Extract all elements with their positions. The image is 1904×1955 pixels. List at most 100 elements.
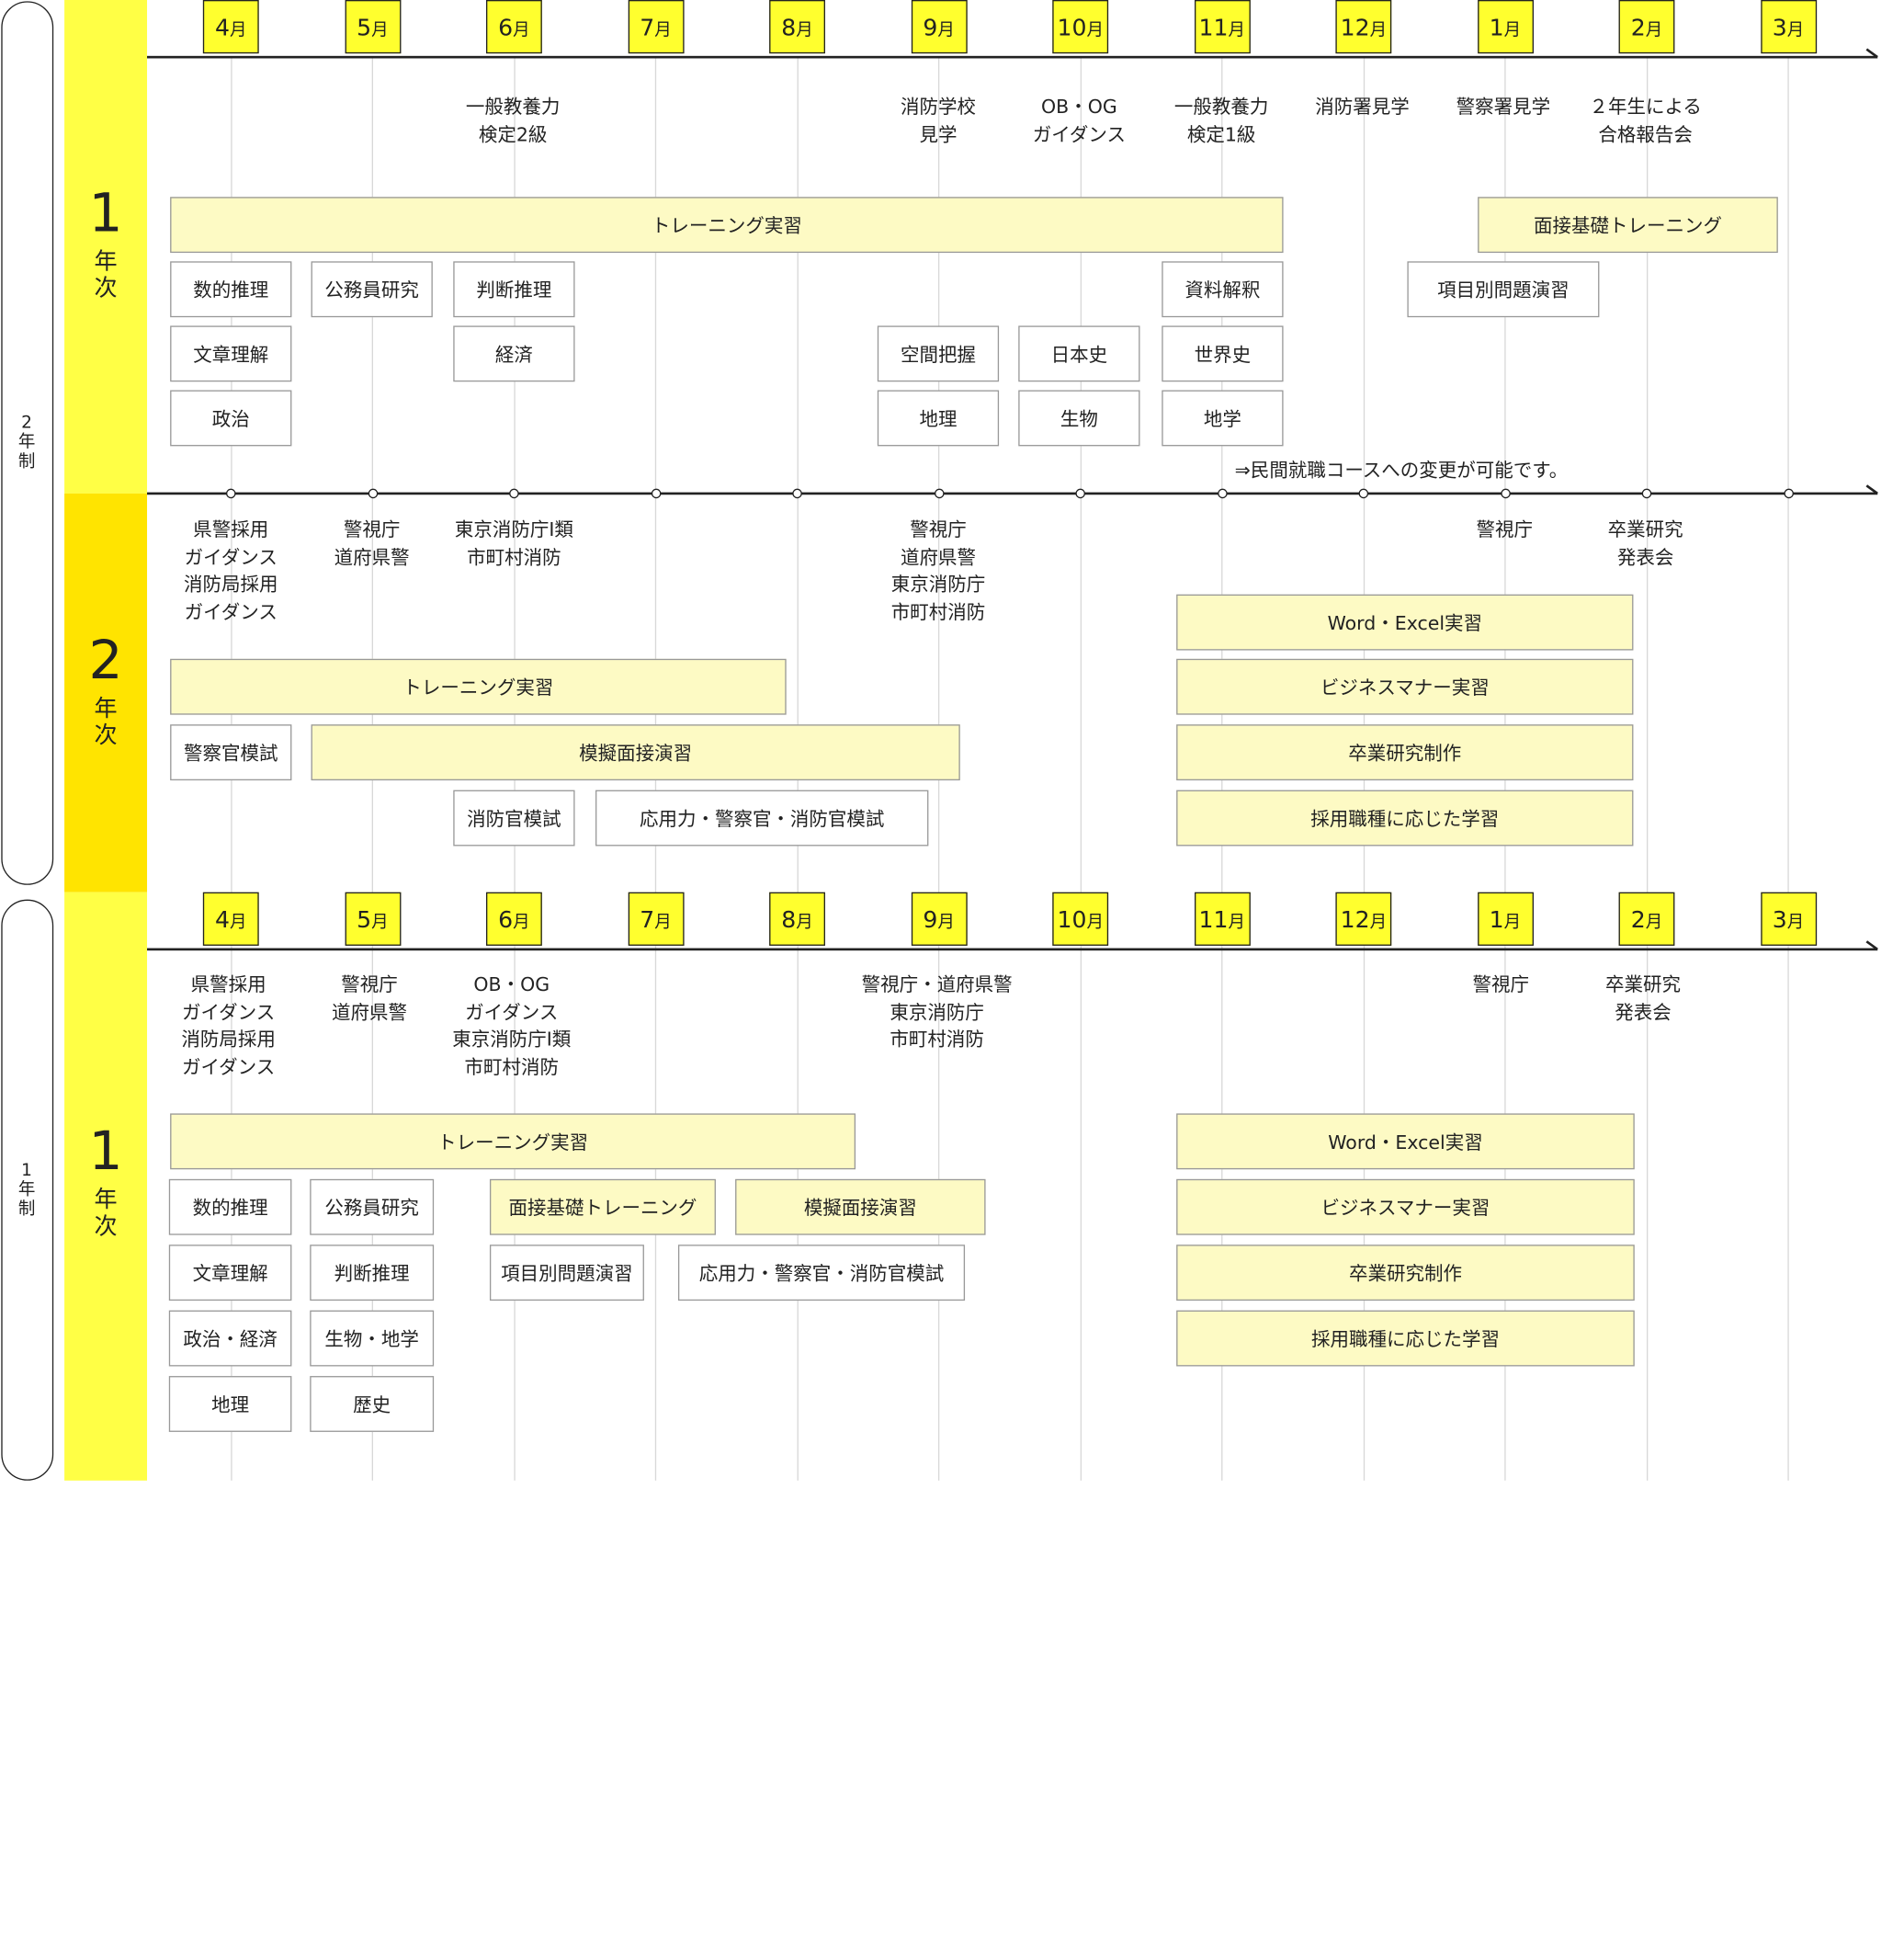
box-applied-mock: 応用力・警察官・消防官模試 <box>677 1245 966 1301</box>
box-subject: 判断推理 <box>453 261 575 318</box>
box-police-mock: 警察官模試 <box>170 724 292 781</box>
month-label: 12月 <box>1335 0 1392 54</box>
month-label: 10月 <box>1052 0 1109 54</box>
box-subject: 地理 <box>877 390 1000 447</box>
two-year-course-label: 2年制 <box>17 413 36 472</box>
box-subject: 公務員研究 <box>311 261 433 318</box>
timeline-dot <box>1217 488 1228 499</box>
band-1yr-first-year <box>64 892 148 1481</box>
event-b: 警視庁 道府県警 <box>334 518 410 569</box>
month-label: 1月 <box>1477 892 1534 946</box>
month-label: 2月 <box>1618 0 1675 54</box>
box-mock-interview: 模擬面接演習 <box>735 1178 986 1235</box>
band-2yr-second-year <box>64 493 148 892</box>
one-year-course-bracket <box>1 899 54 1481</box>
box-interview-basic: 面接基礎トレーニング <box>1478 197 1778 254</box>
box-word-excel: Word・Excel実習 <box>1176 594 1634 651</box>
two-year-course-bracket <box>1 1 54 885</box>
timeline-dot <box>1358 488 1369 499</box>
month-label: 9月 <box>911 892 968 946</box>
box-training: トレーニング実習 <box>170 197 1284 254</box>
band-a-number: 1 <box>88 182 123 244</box>
box-subject: 歴史 <box>310 1376 435 1432</box>
timeline-axis <box>147 948 1878 950</box>
box-subject: 判断推理 <box>310 1245 435 1301</box>
month-label: 3月 <box>1760 892 1817 946</box>
box-subject: 日本史 <box>1018 325 1140 382</box>
band-c-nenji: 年次 <box>94 1186 118 1240</box>
box-graduation-research: 卒業研究制作 <box>1176 1245 1635 1301</box>
timeline-dot <box>651 488 661 499</box>
band-b-nenji: 年次 <box>94 695 118 749</box>
box-subject: 数的推理 <box>170 261 292 318</box>
timeline-axis <box>147 492 1878 494</box>
band-b-number: 2 <box>88 630 123 692</box>
month-gridline <box>1787 57 1789 1481</box>
month-label: 6月 <box>486 0 542 54</box>
event-a: ２年生による 合格報告会 <box>1589 96 1702 146</box>
box-subject: 項目別問題演習 <box>489 1245 644 1301</box>
event-a: 消防学校 見学 <box>900 96 976 146</box>
one-year-course-label: 1年制 <box>17 1160 36 1220</box>
timeline-dot <box>225 488 236 499</box>
box-job-specific-study: 採用職種に応じた学習 <box>1176 1310 1635 1367</box>
month-label: 8月 <box>769 892 825 946</box>
box-job-specific-study: 採用職種に応じた学習 <box>1176 790 1634 847</box>
timeline-dot <box>1641 488 1652 499</box>
box-subject: 地学 <box>1162 390 1284 447</box>
month-label: 11月 <box>1194 892 1251 946</box>
box-subject: 経済 <box>453 325 575 382</box>
month-label: 8月 <box>769 0 825 54</box>
box-business-manner: ビジネスマナー実習 <box>1176 658 1634 715</box>
box-graduation-research: 卒業研究制作 <box>1176 724 1634 781</box>
timeline-dot <box>792 488 802 499</box>
event-c: 県警採用 ガイダンス 消防局採用 ガイダンス <box>181 973 276 1078</box>
box-training: トレーニング実習 <box>170 658 787 715</box>
timeline-axis <box>147 56 1878 59</box>
event-a: 一般教養力 検定1級 <box>1173 96 1269 146</box>
box-subject: 資料解釈 <box>1162 261 1284 318</box>
month-label: 6月 <box>486 892 542 946</box>
band-c-number: 1 <box>88 1120 123 1183</box>
event-c: 警視庁 <box>1472 973 1530 996</box>
month-label: 9月 <box>911 0 968 54</box>
event-c: 卒業研究 発表会 <box>1605 973 1682 1024</box>
box-business-manner: ビジネスマナー実習 <box>1176 1178 1635 1235</box>
box-subject: 項目別問題演習 <box>1407 261 1600 318</box>
timeline-dot <box>1075 488 1085 499</box>
box-mock-interview: 模擬面接演習 <box>311 724 960 781</box>
month-label: 3月 <box>1760 0 1817 54</box>
event-a: 一般教養力 検定2級 <box>465 96 561 146</box>
course-change-note: ⇒民間就職コースへの変更が可能です。 <box>1234 459 1569 482</box>
month-label: 7月 <box>628 0 684 54</box>
box-interview-basic: 面接基礎トレーニング <box>489 1178 716 1235</box>
box-training: トレーニング実習 <box>170 1113 856 1170</box>
event-c: 警視庁・道府県警 東京消防庁 市町村消防 <box>861 973 1013 1051</box>
box-applied-mock: 応用力・警察官・消防官模試 <box>595 790 929 847</box>
event-c: 警視庁 道府県警 <box>332 973 408 1024</box>
month-label: 7月 <box>628 892 684 946</box>
event-c: OB・OG ガイダンス 東京消防庁Ⅰ類 市町村消防 <box>452 973 572 1078</box>
event-a: 警察署見学 <box>1456 96 1551 119</box>
event-b: 警視庁 道府県警 東京消防庁 市町村消防 <box>890 518 986 624</box>
month-label: 1月 <box>1477 0 1534 54</box>
box-subject: 文章理解 <box>168 1245 292 1301</box>
timeline-dot <box>1783 488 1794 499</box>
month-label: 4月 <box>202 0 259 54</box>
month-label: 5月 <box>344 892 401 946</box>
month-label: 12月 <box>1335 892 1392 946</box>
box-subject: 地理 <box>168 1376 292 1432</box>
event-b: 警視庁 <box>1476 518 1534 541</box>
event-b: 県警採用 ガイダンス 消防局採用 ガイダンス <box>184 518 278 624</box>
box-subject: 政治・経済 <box>168 1310 292 1367</box>
month-label: 5月 <box>344 0 401 54</box>
box-subject: 生物 <box>1018 390 1140 447</box>
event-a: OB・OG ガイダンス <box>1032 96 1127 146</box>
timeline-dot <box>934 488 944 499</box>
box-subject: 生物・地学 <box>310 1310 435 1367</box>
month-label: 11月 <box>1194 0 1251 54</box>
box-fire-mock: 消防官模試 <box>453 790 575 847</box>
month-label: 10月 <box>1052 892 1109 946</box>
event-b: 東京消防庁Ⅰ類 市町村消防 <box>454 518 573 569</box>
